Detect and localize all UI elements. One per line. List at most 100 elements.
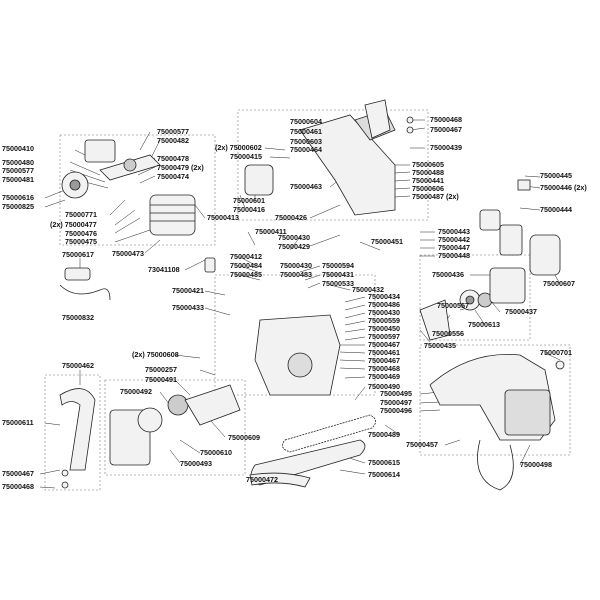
part-label: 75000597 (368, 332, 400, 341)
part-label: 73041108 (148, 265, 180, 274)
part-label: 75000607 (543, 279, 575, 288)
front-handle-part (59, 388, 96, 471)
oil-pump-part (489, 267, 526, 304)
part-label: 75000490 (368, 382, 400, 391)
part-label: 75000431 (322, 270, 354, 279)
part-label: 75000444 (540, 205, 572, 214)
engine-group-box (59, 134, 216, 246)
part-label: 75000601 (233, 196, 265, 205)
part-label: 75000498 (520, 460, 552, 469)
part-label: 75000480 (2, 158, 34, 167)
part-label: 75000473 (112, 249, 144, 258)
part-label: 75000412 (230, 252, 262, 261)
spark-plug-part (204, 257, 216, 273)
part-label: 75000432 (352, 285, 384, 294)
part-label: 75000617 (62, 250, 94, 259)
part-label: 75000577 (157, 127, 189, 136)
part-label: 75000611 (2, 418, 34, 427)
part-label: 75000497 (380, 398, 412, 407)
part-label: 75000430 (278, 233, 310, 242)
part-label: 75000467 (368, 356, 400, 365)
part-label: 75000461 (290, 127, 322, 136)
part-label: 75000472 (246, 475, 278, 484)
part-label: 75000415 (230, 152, 262, 161)
part-label: 75000616 (2, 193, 34, 202)
part-label: 75000410 (2, 144, 34, 153)
part-label: 75000614 (368, 470, 400, 479)
part-label: 75000451 (371, 237, 403, 246)
starter-pulley-part (137, 407, 163, 433)
part-label: 75000606 (412, 184, 444, 193)
part-label: 75000615 (368, 458, 400, 467)
part-label: 75000429 (278, 242, 310, 251)
part-label: 75000441 (412, 176, 444, 185)
part-label: 75000559 (368, 316, 400, 325)
part-label: 75000448 (438, 251, 470, 260)
ignition-coil-part (84, 139, 116, 163)
part-label: 75000426 (275, 213, 307, 222)
part-label: 75000445 (540, 171, 572, 180)
part-label: 75000533 (322, 279, 354, 288)
part-label: 75000556 (432, 329, 464, 338)
muffler-part (499, 224, 523, 256)
part-label: 75000436 (432, 270, 464, 279)
part-label: 75000469 (368, 372, 400, 381)
chain-brake-cover-part (529, 234, 561, 276)
part-label: 75000610 (200, 448, 232, 457)
part-label: 75000463 (290, 182, 322, 191)
rear-handle-group-box (419, 344, 571, 456)
part-label: 75000613 (468, 320, 500, 329)
clutch-cover-part (419, 299, 451, 341)
part-label: 75000481 (2, 175, 34, 184)
part-label: 75000430 (368, 308, 400, 317)
part-label: (2x) 75000608 (132, 350, 179, 359)
chain-part (282, 414, 376, 453)
part-label: 75000467 (2, 469, 34, 478)
part-label: 75000461 (368, 348, 400, 357)
handguard-part (364, 99, 391, 139)
part-label: 75000491 (145, 375, 177, 384)
part-label: 75000832 (62, 313, 94, 322)
part-label: 75000701 (540, 348, 572, 357)
part-label: 75000446 (2x) (540, 183, 587, 192)
part-label: 75000488 (412, 168, 444, 177)
part-label: 75000467 (430, 125, 462, 134)
part-label: 75000457 (406, 440, 438, 449)
air-filter-part (244, 164, 274, 196)
part-label: (2x) 75000477 (50, 220, 97, 229)
top-cover-group-box (237, 109, 429, 221)
part-label: 75000771 (65, 210, 97, 219)
part-label: 75000435 (424, 341, 456, 350)
strap-part (477, 439, 514, 491)
part-label: 75000474 (157, 172, 189, 181)
part-label: 75000479 (2x) (157, 163, 204, 172)
part-label: 75000493 (180, 459, 212, 468)
part-label: 75000442 (438, 235, 470, 244)
part-label: 75000594 (322, 261, 354, 270)
part-label: 75000437 (505, 307, 537, 316)
part-label: 75000257 (145, 365, 177, 374)
part-label: 75000478 (157, 154, 189, 163)
part-label: 75000434 (368, 292, 400, 301)
switch-part (517, 179, 531, 191)
part-label: 75000416 (233, 205, 265, 214)
part-label: 75000430 (280, 261, 312, 270)
part-label: 75000603 (290, 137, 322, 146)
part-label: 75000421 (172, 286, 204, 295)
part-label: 75000450 (368, 324, 400, 333)
bar-cover-part (249, 472, 311, 488)
part-label: 75000468 (368, 364, 400, 373)
part-label: 75000443 (438, 227, 470, 236)
starter-cover-part (184, 384, 241, 426)
part-label: 75000476 (65, 229, 97, 238)
part-label: 75000483 (280, 270, 312, 279)
part-label: 75000439 (430, 143, 462, 152)
part-label: 75000492 (120, 387, 152, 396)
catcher-part (479, 209, 501, 231)
part-label: 75000464 (290, 145, 322, 154)
part-label: 75000609 (228, 433, 260, 442)
part-label: 75000433 (172, 303, 204, 312)
front-handle-group-box (44, 374, 101, 491)
